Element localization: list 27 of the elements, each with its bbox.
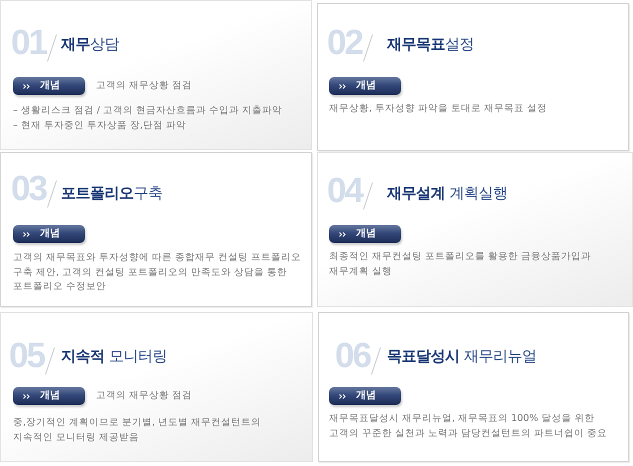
step-card xyxy=(318,312,629,462)
step-title: 지속적 모니터링 xyxy=(61,347,167,365)
step-card xyxy=(0,0,312,150)
tab-button: 개념 xyxy=(13,225,85,243)
tab-button: 개념 xyxy=(329,225,401,243)
step-card xyxy=(317,152,633,307)
step-title: 목표달성시 재무리뉴얼 xyxy=(387,347,536,365)
step-card xyxy=(0,312,313,462)
description: 고객의 재무목표와 투자성향에 따른 종합재무 컨설팅 프트폴리오 구축 제안, 고객의 컨설팅 포트폴리오의 만족도와 상담을 통한 포트폴리오 수정보안 xyxy=(13,251,302,294)
note-text: 고객의 재무상황 점검 xyxy=(96,389,192,403)
step-card xyxy=(0,152,312,307)
note-text: 고객의 재무상황 점검 xyxy=(96,79,192,93)
step-card xyxy=(317,3,629,151)
description: 재무상황, 투자성향 파악을 토대로 재무목표 설정 xyxy=(329,102,548,116)
step-title: 재무설계 계획실행 xyxy=(387,184,508,202)
step-title: 포트폴리오구축 xyxy=(61,184,162,202)
tab-button: 개념 xyxy=(329,77,401,95)
description: 재무목표달성시 재무리뉴얼, 재무목표의 100% 달성을 위한 고객의 꾸준한 실천과 노력과 담당컨설턴트의 파트너쉽이 중요 xyxy=(329,412,608,440)
description: 중,장기적인 계획이므로 분기별, 년도별 재무컨설턴트의 지속적인 모니터링 제공받음 xyxy=(13,416,262,444)
description: – 현재 투자중인 투자상품 장,단점 파악 xyxy=(13,118,187,132)
description: – 생활리스크 점검 / 고객의 현금자산흐름과 수입과 지출파악 xyxy=(13,104,284,118)
step-title: 재무상담 xyxy=(61,35,119,53)
tab-button: 개념 xyxy=(13,387,85,405)
step-title: 재무목표설정 xyxy=(387,35,474,53)
tab-button: 개념 xyxy=(329,387,401,405)
description: 최종적인 재무컨설팅 포트폴리오를 활용한 금융상품가입과 재무계획 실행 xyxy=(329,250,592,278)
tab-button: 개념 xyxy=(13,77,85,95)
